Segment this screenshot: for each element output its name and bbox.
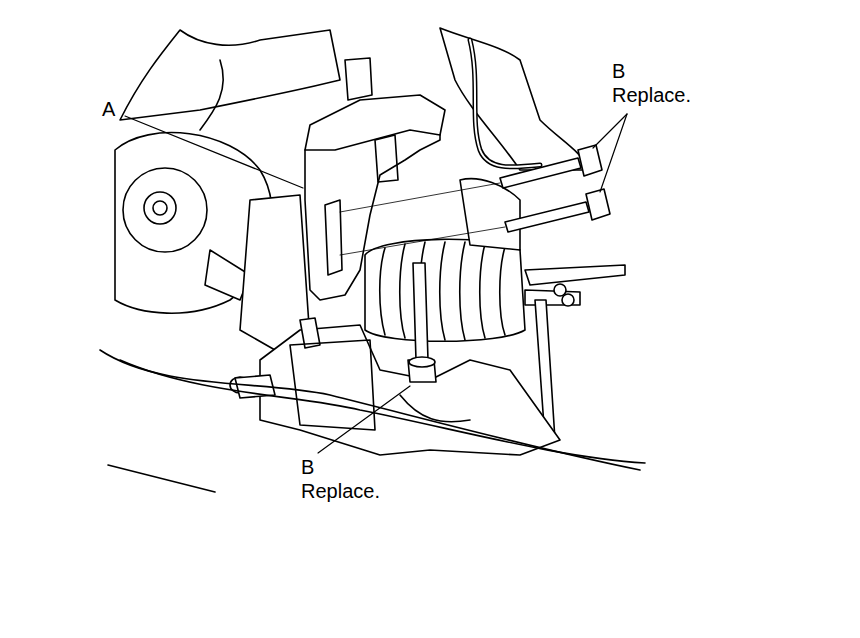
- arm-edge: [400, 395, 470, 422]
- bracket-detail: [375, 135, 398, 182]
- leader-line: [125, 116, 303, 188]
- bracket-slot: [325, 200, 342, 275]
- callout-letter: B: [612, 60, 625, 82]
- boot-rib: [380, 248, 385, 335]
- sensor-tab: [345, 58, 372, 100]
- knuckle: [240, 195, 310, 350]
- leader-line: [593, 114, 627, 148]
- leader-line: [600, 114, 627, 192]
- link-ball: [554, 284, 566, 296]
- body-panel: [440, 28, 590, 170]
- note-text: Replace.: [301, 480, 380, 502]
- lower-arm: [260, 325, 560, 455]
- boot-rib: [440, 242, 445, 340]
- callout-letter: B: [301, 456, 314, 478]
- boot-end: [460, 179, 520, 250]
- cv-boot: [365, 239, 525, 341]
- note-text: Replace.: [612, 84, 691, 106]
- link-ball: [562, 294, 574, 306]
- bolt-shank: [505, 202, 589, 232]
- splash-shield-edge: [120, 360, 645, 463]
- bolt-shank: [500, 158, 581, 188]
- boot-rib: [500, 247, 505, 335]
- hub-bore: [153, 201, 167, 215]
- bolt-head: [586, 189, 610, 220]
- link-arm: [525, 290, 580, 305]
- alignment-line: [340, 183, 500, 212]
- ball-joint-housing: [290, 340, 375, 430]
- bolt-head: [578, 145, 602, 176]
- body-edge: [200, 60, 223, 130]
- panel-edge: [108, 465, 215, 492]
- hub-flange: [123, 168, 207, 252]
- brake-hose: [470, 40, 540, 167]
- boot-rib: [480, 244, 485, 338]
- callout-letter: A: [102, 98, 115, 120]
- boot-rib: [460, 242, 465, 340]
- body-panel: [120, 30, 340, 120]
- leader-line: [318, 386, 410, 453]
- brake-hose-inner: [470, 40, 540, 167]
- alignment-line: [340, 227, 505, 255]
- bolt-flange: [409, 357, 435, 367]
- drive-shaft: [525, 265, 625, 285]
- boot-rib: [400, 244, 405, 338]
- hub-center: [144, 192, 176, 224]
- bolt-shank: [413, 263, 428, 360]
